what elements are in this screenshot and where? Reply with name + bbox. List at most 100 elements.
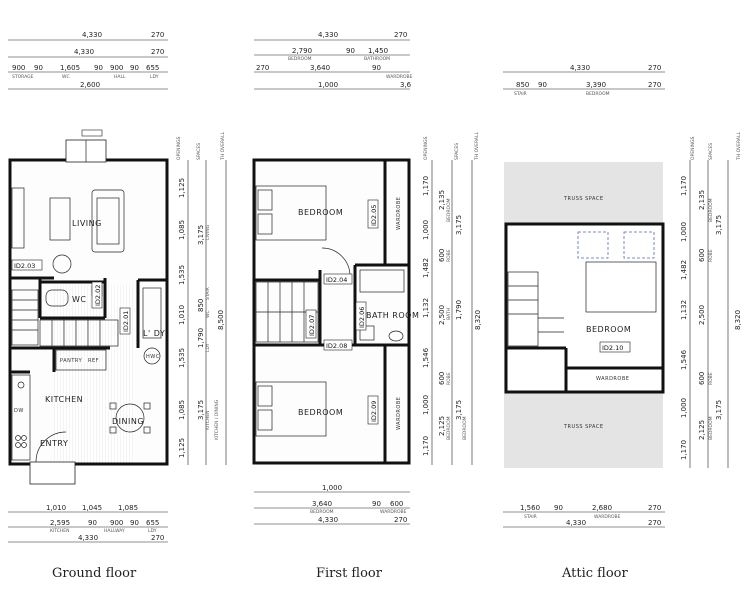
ground-bottom-dim: 1,010 bbox=[46, 504, 66, 512]
attic-side-head: OPENINGS bbox=[690, 136, 696, 160]
tag-id2-02: ID2.02 bbox=[94, 285, 102, 306]
attic-side-dim: 3,175 bbox=[715, 215, 723, 235]
ground-bottom-sub: LDY bbox=[148, 528, 157, 534]
ground-top-dimensions: 4,330 270 4,330 270 900 90 1,605 90 900 … bbox=[8, 31, 168, 90]
attic-side-dim: 3,175 bbox=[715, 400, 723, 420]
attic-bottom-dim: 270 bbox=[648, 519, 661, 527]
toilet-icon bbox=[388, 330, 404, 342]
room-bathroom: BATH ROOM bbox=[366, 311, 419, 320]
ground-bottom-sub: KITCHEN bbox=[50, 528, 70, 534]
attic-bottom-dim: 1,560 bbox=[520, 504, 540, 512]
ground-dim: 2,600 bbox=[80, 81, 100, 89]
ground-side-dim: 1,535 bbox=[178, 265, 186, 285]
attic-side-dim: 1,000 bbox=[680, 398, 688, 418]
ground-sub: STORAGE bbox=[12, 74, 34, 80]
wc-toilet-icon bbox=[45, 289, 69, 307]
ground-bottom-dim: 1,045 bbox=[82, 504, 102, 512]
first-side-dim: 2,500 bbox=[438, 305, 446, 325]
first-bottom-sub: BEDROOM bbox=[310, 509, 334, 515]
room-kitchen: KITCHEN bbox=[45, 395, 83, 404]
attic-dim: 850 bbox=[516, 81, 529, 89]
first-dim: 270 bbox=[256, 64, 269, 72]
door-swing-icon bbox=[321, 247, 351, 277]
attic-bottom-sub: STAIR bbox=[524, 514, 537, 520]
attic-stairs-icon bbox=[507, 271, 564, 347]
attic-side-dim: 600 bbox=[698, 249, 706, 262]
ground-side-dim: 8,500 bbox=[217, 310, 225, 330]
room-pantry: PANTRY bbox=[60, 358, 83, 364]
ground-sub: HALL bbox=[114, 74, 126, 80]
first-side-dim: 1,170 bbox=[422, 436, 430, 456]
tag-id2-04: ID2.04 bbox=[326, 276, 347, 284]
ground-bottom-dim: 1,085 bbox=[118, 504, 138, 512]
room-laundry: L' DY bbox=[143, 329, 165, 338]
ground-entry-porch bbox=[29, 461, 76, 485]
ground-side-sub: LIVING bbox=[205, 224, 211, 240]
caption-first-floor: First floor bbox=[316, 566, 383, 581]
room-wardrobe-2: WARDROBE bbox=[396, 397, 402, 430]
first-dim: 3,6 bbox=[400, 81, 412, 89]
room-ref: REF bbox=[88, 358, 99, 364]
first-side-dim: 3,175 bbox=[455, 400, 463, 420]
skylight-icon bbox=[577, 231, 609, 259]
ground-bottom-dim: 655 bbox=[146, 519, 159, 527]
first-side-dim: 3,175 bbox=[455, 215, 463, 235]
ground-side-dim: 1,790 bbox=[197, 328, 205, 348]
ground-bottom-dim: 900 bbox=[110, 519, 123, 527]
ground-bottom-dim: 4,330 bbox=[78, 534, 98, 542]
first-side-dim: 1,790 bbox=[455, 300, 463, 320]
first-bottom-dimensions: 1,000 3,640 90 600 4,330 270 BEDROOM WAR… bbox=[254, 484, 410, 525]
ground-dim-overall: 4,330 bbox=[82, 31, 102, 39]
attic-dim: 4,330 bbox=[570, 64, 590, 72]
first-dim: 1,450 bbox=[368, 47, 388, 55]
sofa-icon bbox=[91, 189, 125, 253]
attic-side-dim: 2,125 bbox=[698, 420, 706, 440]
hot-water-cylinder-icon bbox=[143, 347, 161, 365]
first-side-dim: 600 bbox=[438, 372, 446, 385]
first-side-dim: 2,125 bbox=[438, 416, 446, 436]
room-wardrobe-1: WARDROBE bbox=[396, 197, 402, 230]
ground-dim: 900 bbox=[12, 64, 25, 72]
ground-side-dim: 3,175 bbox=[197, 225, 205, 245]
attic-sub: BEDROOM bbox=[586, 91, 610, 97]
attic-side-dimensions: OPENINGS SPACES TH OVERALL 1,170 1,000 1… bbox=[680, 132, 742, 468]
ground-dim: 4,330 bbox=[74, 48, 94, 56]
first-side-dim: 1,000 bbox=[422, 395, 430, 415]
ground-dim: 900 bbox=[110, 64, 123, 72]
attic-sub: STAIR bbox=[514, 91, 527, 97]
room-hwc: HWC bbox=[146, 354, 160, 360]
attic-room-wall bbox=[504, 222, 665, 394]
first-side-dim: 2,135 bbox=[438, 190, 446, 210]
first-dim: 3,640 bbox=[310, 64, 330, 72]
first-side-sub: BEDROOM bbox=[446, 416, 452, 440]
tag-id2-07: ID2.07 bbox=[308, 315, 316, 336]
ground-dim: 90 bbox=[130, 64, 139, 72]
attic-side-sub: BEDROOM bbox=[708, 416, 714, 440]
pantry-unit-icon bbox=[55, 349, 107, 371]
attic-side-sub: BEDROOM bbox=[708, 198, 714, 222]
ground-bottom-sub: HALLWAY bbox=[104, 528, 125, 534]
first-side-sub: BATH bbox=[446, 308, 452, 320]
ground-side-dim: 1,085 bbox=[178, 220, 186, 240]
basin-icon bbox=[359, 325, 375, 341]
first-sub: WARDROBE bbox=[386, 74, 413, 80]
ottoman-icon bbox=[52, 254, 72, 274]
coffee-table-icon bbox=[49, 197, 71, 241]
first-side-head: SPACES bbox=[454, 143, 460, 160]
ground-side-dim: 1,125 bbox=[178, 438, 186, 458]
tag-id2-08: ID2.08 bbox=[326, 342, 347, 350]
first-dim: 2,790 bbox=[292, 47, 312, 55]
attic-bottom-dimensions: 1,560 90 2,680 270 4,330 270 STAIR WARDR… bbox=[503, 504, 665, 528]
ground-side-head: OPENINGS bbox=[176, 136, 182, 160]
first-bottom-dim: 600 bbox=[390, 500, 403, 508]
ground-dim: 270 bbox=[151, 31, 164, 39]
bathtub-icon bbox=[359, 269, 405, 293]
ground-side-dimensions: OPENINGS SPACES TH OVERALL 1,125 1,085 1… bbox=[176, 132, 227, 465]
attic-floor-plan: 4,330 270 850 90 3,390 270 STAIR BEDROOM… bbox=[503, 64, 742, 581]
ground-sub: WC bbox=[62, 74, 70, 80]
attic-side-dim: 1,170 bbox=[680, 440, 688, 460]
bed-icon bbox=[255, 185, 327, 241]
bed-icon bbox=[255, 381, 327, 437]
tag-id2-03: ID2.03 bbox=[14, 262, 35, 270]
ground-side-dim: 1,535 bbox=[178, 348, 186, 368]
